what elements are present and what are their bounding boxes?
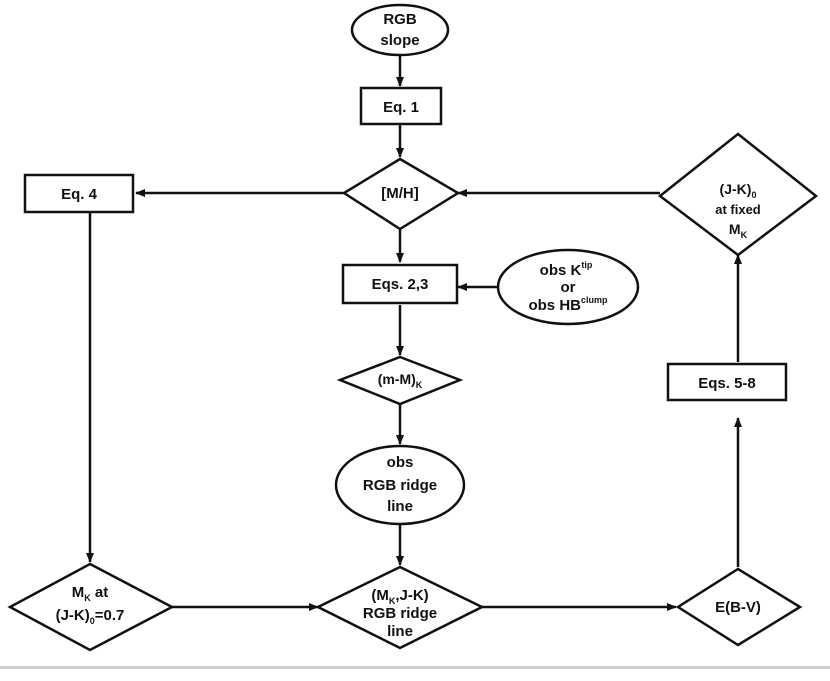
eqs23-label: Eqs. 2,3 <box>372 276 429 293</box>
mk-at-jk-diamond <box>7 562 175 652</box>
node-mm-k: (m-M)K <box>336 355 464 406</box>
mh-diamond <box>341 157 461 231</box>
jk0-fixed-line1: (J-K)0 <box>720 181 757 200</box>
eqs23-box <box>341 263 459 305</box>
node-eqs23: Eqs. 2,3 <box>341 263 459 305</box>
node-obs-ktip: obs Ktip or obs HBclump <box>496 248 640 326</box>
rgb-slope-ellipse <box>350 3 450 57</box>
node-jk0-fixed: (J-K)0 at fixed MK <box>657 132 819 257</box>
mk-jk-ridge-line3: line <box>387 623 413 640</box>
obs-ktip-line3: obs HBclump <box>528 295 608 314</box>
eqs58-box <box>666 362 788 402</box>
node-rgb-slope: RGB slope <box>350 3 450 57</box>
mk-jk-ridge-diamond <box>315 565 485 650</box>
node-mh: [M/H] <box>341 157 461 231</box>
jk0-fixed-diamond <box>657 132 819 257</box>
mh-label: [M/H] <box>381 185 419 202</box>
obs-ridge-line2: RGB ridge <box>363 477 437 494</box>
bottom-rule <box>0 666 830 669</box>
eq1-box <box>359 86 443 126</box>
mm-k-diamond <box>336 355 464 406</box>
obs-ktip-line2: or <box>561 279 576 296</box>
node-eq4: Eq. 4 <box>23 173 135 214</box>
eq4-box <box>23 173 135 214</box>
ebv-diamond <box>675 567 803 647</box>
mk-at-jk-line2: (J-K)0=0.7 <box>56 607 125 626</box>
eq1-label: Eq. 1 <box>383 99 419 116</box>
mm-k-label: (m-M)K <box>378 371 423 390</box>
eq4-label: Eq. 4 <box>61 186 98 203</box>
obs-ridge-ellipse <box>334 444 466 526</box>
node-eq1: Eq. 1 <box>359 86 443 126</box>
obs-ktip-ellipse <box>496 248 640 326</box>
obs-ridge-line3: line <box>387 498 413 515</box>
obs-ktip-line1: obs Ktip <box>540 260 593 279</box>
jk0-fixed-line3: MK <box>729 221 748 240</box>
node-mk-jk-ridge: (MK,J-K) RGB ridge line <box>315 565 485 650</box>
mk-jk-ridge-line1: (MK,J-K) <box>371 587 428 606</box>
mk-at-jk-line1: MK at <box>72 584 109 603</box>
rgb-slope-line2: slope <box>380 32 419 49</box>
node-mk-at-jk: MK at (J-K)0=0.7 <box>7 562 175 652</box>
rgb-slope-line1: RGB <box>383 11 417 28</box>
node-obs-ridge: obs RGB ridge line <box>334 444 466 526</box>
obs-ridge-line1: obs <box>387 454 414 471</box>
jk0-fixed-line2: at fixed <box>715 202 761 217</box>
ebv-label: E(B-V) <box>715 599 761 616</box>
node-eqs58: Eqs. 5-8 <box>666 362 788 402</box>
mk-jk-ridge-line2: RGB ridge <box>363 605 437 622</box>
eqs58-label: Eqs. 5-8 <box>698 375 756 392</box>
edges <box>86 52 742 611</box>
node-ebv: E(B-V) <box>675 567 803 647</box>
